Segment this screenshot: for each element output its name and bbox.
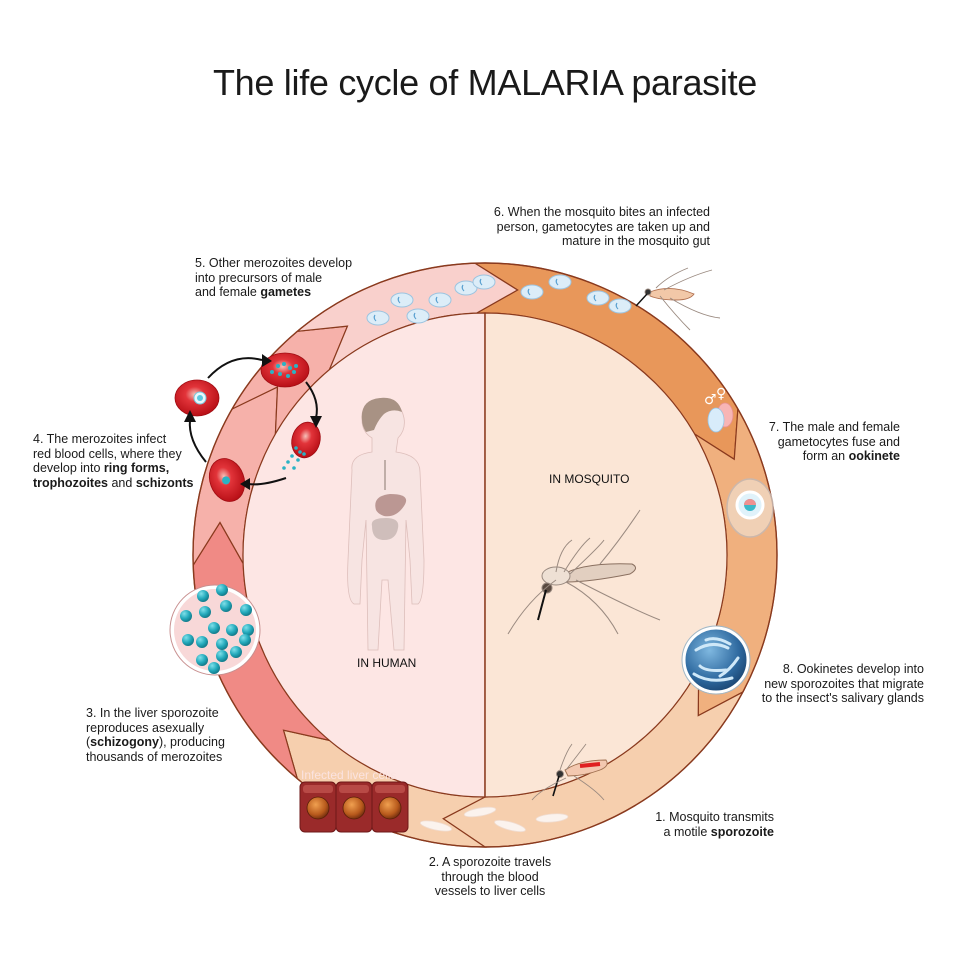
- zone-label-mosquito: IN MOSQUITO: [549, 472, 630, 486]
- arrow-1: [207, 357, 263, 379]
- gametocyte-cell: [390, 292, 414, 308]
- gametocyte-cell: [366, 310, 390, 326]
- caption-line: 7. The male and female: [768, 420, 900, 434]
- caption-line: red blood cells, where they: [33, 446, 182, 461]
- caption-line: new sporozoites that migrate: [764, 676, 924, 691]
- ring-outer-border: [192, 262, 778, 848]
- arrow-4: [188, 419, 207, 463]
- caption-bold-term: sporozoite: [710, 824, 774, 839]
- caption-line: 8. Ookinetes develop into: [782, 662, 924, 676]
- caption-line: a motile sporozoite: [663, 824, 774, 839]
- gametocyte-cell: [548, 274, 572, 290]
- caption-line: trophozoites and schizonts: [33, 475, 194, 490]
- ookinete: [726, 478, 774, 538]
- rbc-schizont: [260, 352, 310, 388]
- gametocyte-cell: [520, 284, 544, 300]
- female-symbol-icon: ♀: [716, 386, 726, 402]
- caption-line: mature in the mosquito gut: [562, 234, 710, 248]
- sporozoite: [419, 820, 453, 832]
- caption-line: and female gametes: [195, 285, 312, 299]
- arrowhead-3: [240, 478, 250, 490]
- caption-line: 3. In the liver sporozoite: [86, 706, 219, 720]
- sporozoite: [494, 819, 526, 833]
- arrow-3: [247, 477, 287, 486]
- page-title: The life cycle of MALARIA parasite: [212, 62, 758, 103]
- male-symbol-icon: ♂: [704, 392, 717, 408]
- arrowhead-2: [310, 416, 322, 428]
- caption-line: thousands of merozoites: [86, 749, 223, 764]
- caption-bold-term: schizogony: [90, 735, 159, 749]
- caption-line: person, gametocytes are taken up and: [496, 219, 710, 234]
- infected-liver-cell: [299, 781, 337, 833]
- caption-line: into precursors of male: [195, 270, 323, 285]
- gametocyte-cell: [406, 308, 430, 324]
- liver-schizont-magnified: [169, 584, 261, 676]
- gametocyte-pair: ♂♀: [704, 386, 734, 433]
- gametocyte-cell: [454, 280, 478, 296]
- caption-line: vessels to liver cells: [434, 884, 546, 898]
- sporozoite: [535, 813, 569, 823]
- caption-line: 6. When the mosquito bites an infected: [493, 205, 710, 219]
- rbc-rupturing: [291, 421, 321, 459]
- human-figure: [347, 397, 425, 651]
- caption-line: 5. Other merozoites develop: [195, 256, 353, 270]
- infected-liver-cells-label: Infected liver cells: [301, 768, 397, 782]
- caption-bold-term: ring forms,: [103, 461, 170, 475]
- zone-label-human: IN HUMAN: [357, 656, 417, 670]
- oocyst-sporozoites: [681, 625, 751, 695]
- caption-bold-term: trophozoites: [33, 475, 108, 490]
- step-5-caption: 5. Other merozoites develop into precurs…: [195, 256, 375, 300]
- gametocyte-cell: [586, 290, 610, 306]
- caption-line: 4. The merozoites infect: [33, 432, 167, 446]
- gametocyte-cell: [428, 292, 452, 308]
- caption-line: reproduces asexually: [86, 720, 205, 735]
- caption-line: through the blood: [441, 869, 539, 884]
- sporozoite: [463, 806, 497, 818]
- gametocyte-cell: [608, 298, 632, 314]
- caption-line: develop into ring forms,: [33, 461, 170, 475]
- gametocyte-cell: [472, 274, 496, 290]
- feeding-mosquito: [635, 267, 721, 331]
- caption-bold-term: gametes: [260, 285, 312, 299]
- mosquito-figure: [507, 509, 661, 635]
- caption-line: gametocytes fuse and: [777, 434, 900, 449]
- caption-line: 2. A sporozoite travels: [428, 855, 552, 869]
- infected-liver-cell: [371, 781, 409, 833]
- caption-line: (schizogony), producing: [86, 735, 225, 749]
- arrowhead-1: [262, 354, 272, 367]
- caption-line: form an ookinete: [802, 449, 900, 463]
- caption-bold-term: ookinete: [848, 449, 900, 463]
- rbc-cycle-arrows: [188, 357, 318, 486]
- caption-bold-term: schizonts: [135, 475, 194, 490]
- caption-line: 1. Mosquito transmits: [655, 810, 774, 824]
- rbc-ring-form: [174, 379, 220, 417]
- biting-mosquito: [531, 743, 608, 801]
- arrow-2: [305, 381, 318, 419]
- rbc-trophozoite: [208, 458, 246, 502]
- arrowheads: [184, 354, 322, 490]
- infected-liver-cell: [335, 781, 373, 833]
- arrowhead-4: [184, 410, 196, 422]
- caption-line: to the insect's salivary glands: [761, 691, 924, 705]
